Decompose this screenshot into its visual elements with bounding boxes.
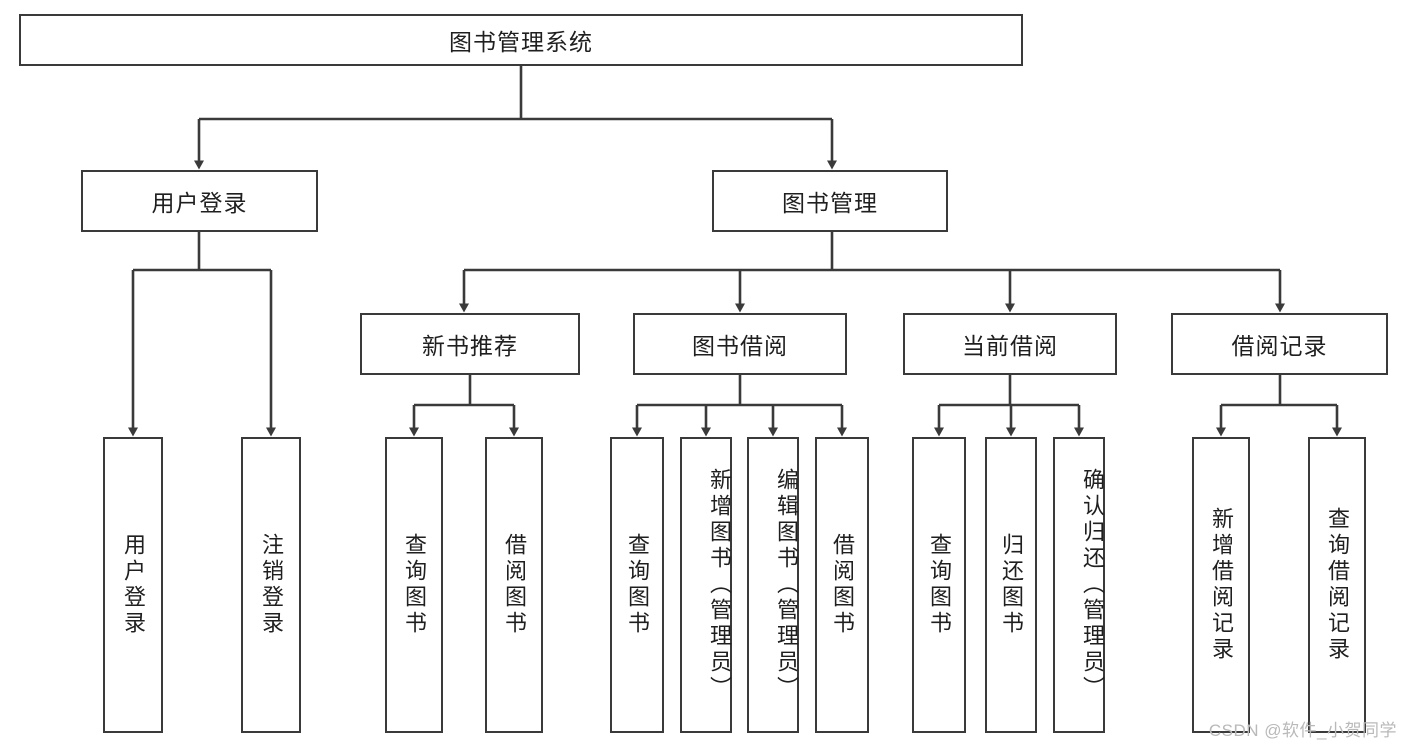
leaf-label: 查询图书 <box>402 533 427 637</box>
leaf-query-books-borrow[interactable]: 查询图书 <box>610 437 664 733</box>
node-root[interactable]: 图书管理系统 <box>19 14 1023 66</box>
leaf-label: 查询图书 <box>927 533 952 637</box>
leaf-label: 查询图书 <box>625 533 650 637</box>
node-user-login-label: 用户登录 <box>151 190 248 216</box>
leaf-user-login[interactable]: 用户登录 <box>103 437 163 733</box>
leaf-add-book-admin[interactable]: 新增图书（管理员） <box>680 437 732 733</box>
node-root-label: 图书管理系统 <box>449 29 593 55</box>
node-current-borrow[interactable]: 当前借阅 <box>903 313 1117 375</box>
leaf-borrow-books-newbook[interactable]: 借阅图书 <box>485 437 543 733</box>
leaf-query-books-newbook[interactable]: 查询图书 <box>385 437 443 733</box>
leaf-logout-login[interactable]: 注销登录 <box>241 437 301 733</box>
leaf-label: 查询借阅记录 <box>1325 507 1350 663</box>
leaf-label: 借阅图书 <box>502 533 527 637</box>
leaf-label: 注销登录 <box>259 533 284 637</box>
leaf-label: 编辑图书（管理员） <box>774 468 799 702</box>
node-book-management[interactable]: 图书管理 <box>712 170 948 232</box>
leaf-borrow-books-borrow[interactable]: 借阅图书 <box>815 437 869 733</box>
leaf-add-borrow-record[interactable]: 新增借阅记录 <box>1192 437 1250 733</box>
node-book-borrow-label: 图书借阅 <box>692 333 788 359</box>
leaf-label: 归还图书 <box>999 533 1024 637</box>
node-user-login[interactable]: 用户登录 <box>81 170 318 232</box>
node-borrow-records[interactable]: 借阅记录 <box>1171 313 1388 375</box>
leaf-return-books[interactable]: 归还图书 <box>985 437 1037 733</box>
node-book-management-label: 图书管理 <box>782 190 878 216</box>
leaf-query-borrow-record[interactable]: 查询借阅记录 <box>1308 437 1366 733</box>
leaf-label: 借阅图书 <box>830 533 855 637</box>
node-new-book-recommend[interactable]: 新书推荐 <box>360 313 580 375</box>
leaf-edit-book-admin[interactable]: 编辑图书（管理员） <box>747 437 799 733</box>
leaf-label: 用户登录 <box>121 533 146 637</box>
leaf-label: 新增图书（管理员） <box>707 468 732 702</box>
node-book-borrow[interactable]: 图书借阅 <box>633 313 847 375</box>
leaf-label: 新增借阅记录 <box>1209 507 1234 663</box>
leaf-query-books-current[interactable]: 查询图书 <box>912 437 966 733</box>
leaf-label: 确认归还（管理员） <box>1080 468 1105 702</box>
node-borrow-records-label: 借阅记录 <box>1231 333 1328 359</box>
node-current-borrow-label: 当前借阅 <box>962 333 1058 359</box>
leaf-confirm-return-admin[interactable]: 确认归还（管理员） <box>1053 437 1105 733</box>
node-new-book-recommend-label: 新书推荐 <box>422 333 518 359</box>
